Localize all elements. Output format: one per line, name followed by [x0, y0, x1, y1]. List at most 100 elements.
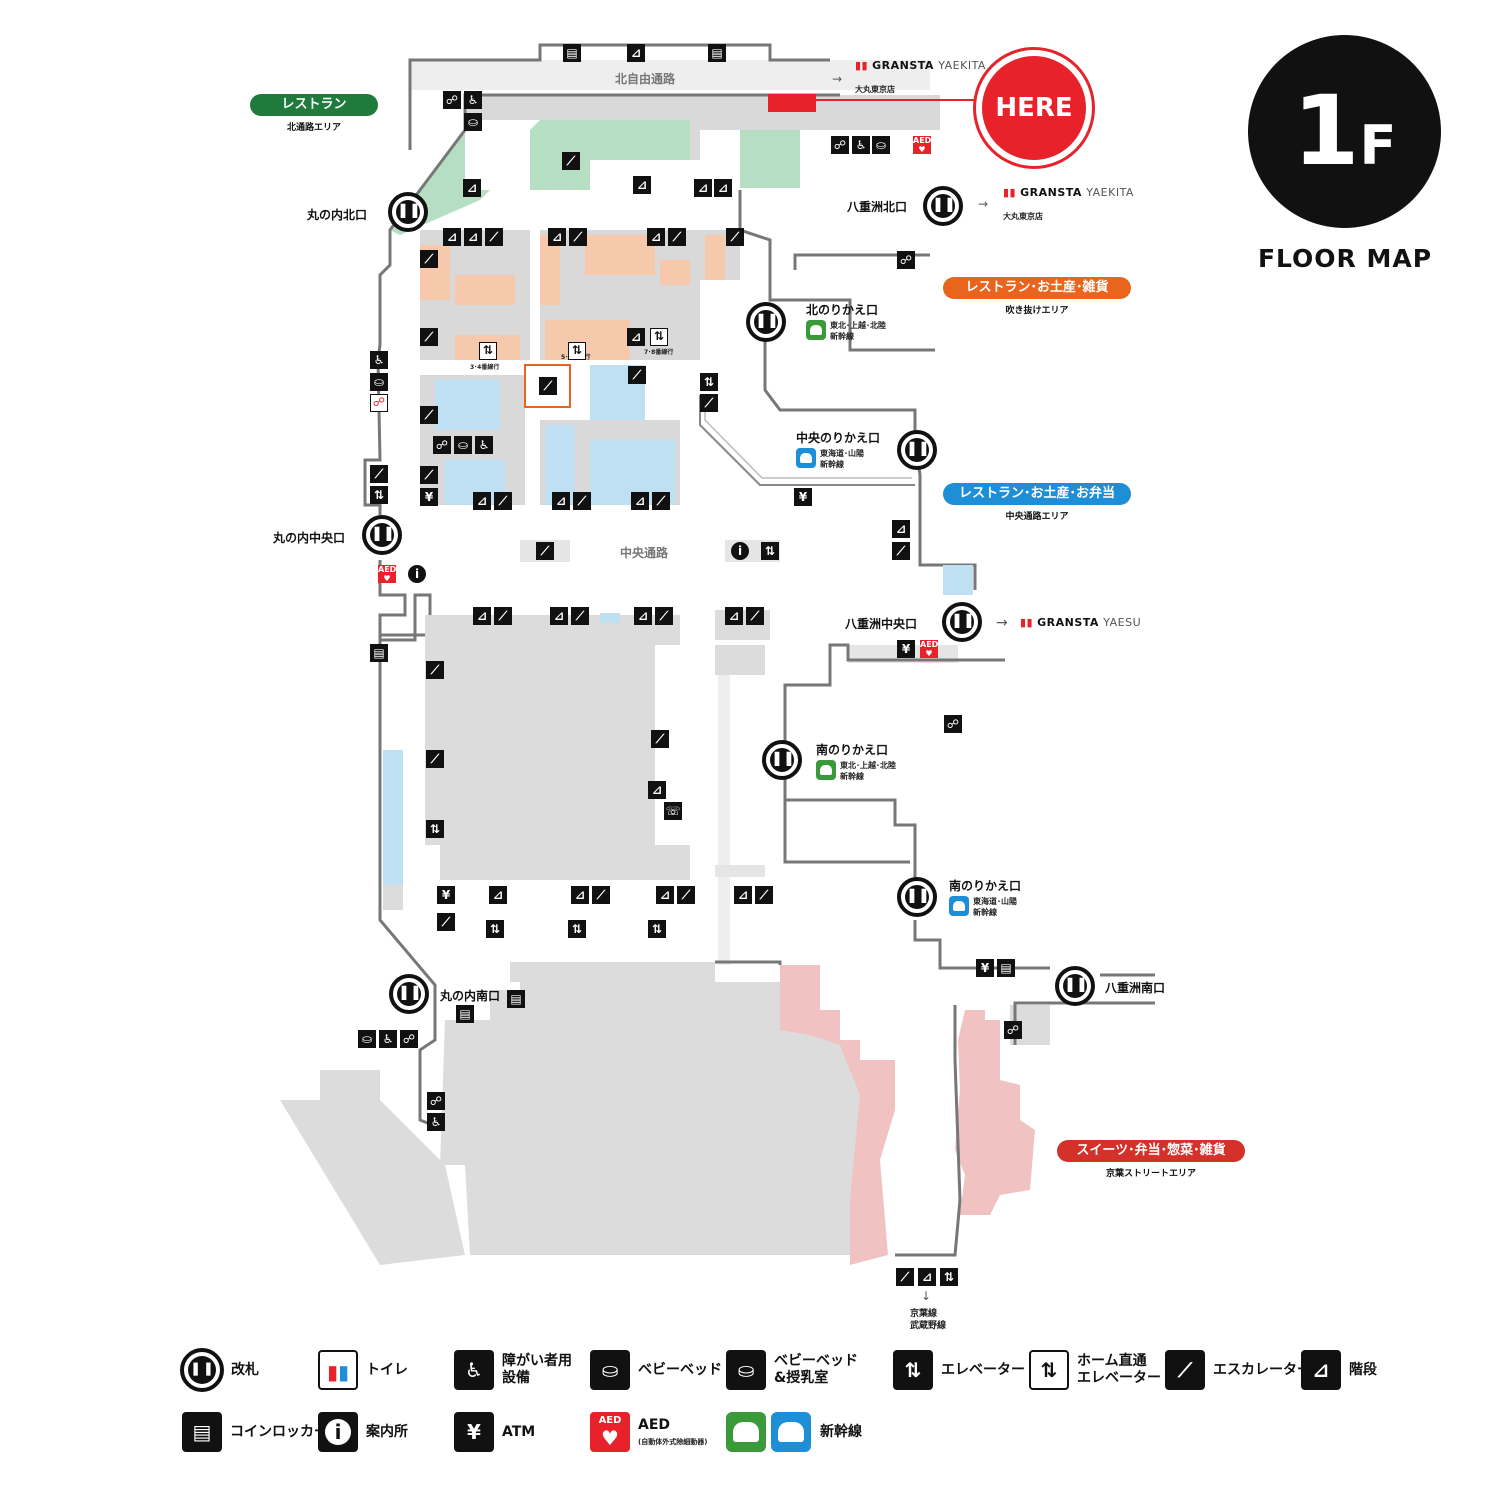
gate-marunouchi-south-icon[interactable] [389, 974, 429, 1014]
stairs-icon: ⊿ [550, 607, 568, 625]
accessible-icon: ♿ [427, 1113, 445, 1131]
elevator-icon: ⇅ [426, 820, 444, 838]
legend-stairs-icon: ⊿ [1301, 1350, 1341, 1390]
gate-transfer-north-icon[interactable] [746, 302, 786, 342]
legend-aed-label: AED [638, 1417, 671, 1433]
brand-gransta-1: GRANSTA [872, 59, 934, 72]
escalator-icon: ⟋ [668, 228, 686, 246]
keiyo-area-pill: スイーツ･弁当･惣菜･雑貨 [1057, 1140, 1245, 1162]
toilet-icon: ☍ [831, 136, 849, 154]
legend-shinkansen-blue-icon [771, 1412, 811, 1452]
escalator-icon: ⟋ [651, 730, 669, 748]
gate-marunouchi-north-label: 丸の内北口 [307, 208, 368, 222]
phone-icon: ☏ [664, 802, 682, 820]
legend-gate-label: 改札 [231, 1362, 259, 1378]
toilet-icon: ☍ [944, 715, 962, 733]
stairs-icon: ⊿ [648, 781, 666, 799]
gate-transfer-south1-label: 南のりかえ口 [816, 743, 889, 757]
toilet-icon: ☍ [433, 436, 451, 454]
platform-elevator-icon: ⇅ [650, 328, 668, 346]
gate-marunouchi-north-icon[interactable] [388, 192, 428, 232]
gate-transfer-south1-icon[interactable] [762, 740, 802, 780]
gate-yaesu-north-label: 八重洲北口 [847, 200, 908, 214]
stairs-icon: ⊿ [918, 1268, 936, 1286]
central-passage-label: 中央通路 [620, 546, 669, 560]
legend-shinkansen-label: 新幹線 [820, 1424, 862, 1440]
legend-platform-elevator-icon: ⇅ [1029, 1350, 1069, 1390]
gate-transfer-south2-icon[interactable] [897, 877, 937, 917]
coin-locker-icon: ▤ [563, 44, 581, 62]
atm-icon: ¥ [976, 959, 994, 977]
brand-gransta-2: GRANSTA [1020, 186, 1082, 199]
restaurant-north-area-sub: 北通路エリア [286, 123, 341, 133]
gate-yaesu-south-icon[interactable] [1055, 966, 1095, 1006]
legend-stairs-label: 階段 [1349, 1362, 1377, 1378]
toilet-icon: ☍ [443, 91, 461, 109]
floor-suffix: F [1359, 114, 1397, 177]
escalator-icon: ⟋ [485, 228, 503, 246]
legend-accessible-label: 障がい者用 設備 [502, 1353, 572, 1387]
escalator-icon: ⟋ [573, 492, 591, 510]
escalator-icon: ⟋ [420, 328, 438, 346]
central-area-sub: 中央通路エリア [1005, 512, 1069, 522]
central-area-pill: レストラン･お土産･お弁当 [943, 483, 1131, 505]
here-label: HERE [982, 56, 1086, 160]
legend-accessible-line1: 障がい者用 設備 [502, 1353, 572, 1386]
info-icon[interactable]: i [731, 542, 749, 560]
fukinuke-area-pill: レストラン･お土産･雑貨 [943, 277, 1131, 299]
floor-badge: 1F [1248, 35, 1441, 228]
gate-transfer-central-icon[interactable] [897, 430, 937, 470]
stairs-icon: ⊿ [734, 886, 752, 904]
legend-toilet-icon: ▮▮ [318, 1350, 358, 1390]
stairs-icon: ⊿ [552, 492, 570, 510]
svg-text:↓: ↓ [921, 1289, 931, 1303]
stairs-icon: ⊿ [627, 44, 645, 62]
toilet-icon: ☍ [1004, 1021, 1022, 1039]
aed-icon: AED♥ [920, 640, 939, 658]
north-passage-label: 北自由通路 [615, 72, 676, 86]
escalator-icon: ⟋ [592, 886, 610, 904]
legend-coin-locker-icon: ▤ [182, 1412, 222, 1452]
daimaru-top: 大丸東京店 [855, 85, 895, 94]
atm-icon: ¥ [897, 640, 915, 658]
elevator-icon: ⇅ [940, 1268, 958, 1286]
info-icon[interactable]: i [408, 565, 426, 583]
aed-icon: AED♥ [913, 136, 932, 154]
coin-locker-icon: ▤ [370, 644, 388, 662]
escalator-icon: ⟋ [655, 607, 673, 625]
restaurant-north-area-pill: レストラン [250, 94, 378, 116]
stairs-icon: ⊿ [473, 492, 491, 510]
shinkansen-green-icon [816, 760, 836, 780]
daimaru-mid: 大丸東京店 [1003, 212, 1043, 221]
legend-elevator-icon: ⇅ [893, 1350, 933, 1390]
escalator-icon: ⟋ [420, 466, 438, 484]
escalator-icon: ⟋ [628, 366, 646, 384]
gate-yaesu-central-icon[interactable] [942, 602, 982, 642]
escalator-icon: ⟋ [494, 607, 512, 625]
stairs-icon: ⊿ [647, 228, 665, 246]
legend-aed-badge: AED [598, 1415, 622, 1426]
gate-yaesu-north-icon[interactable] [923, 186, 963, 226]
gransta-yaekita-mid: ▮▮GRANSTA YAEKITA [1003, 186, 1134, 199]
atm-icon: ¥ [420, 488, 438, 506]
floor-map-caption: FLOOR MAP [1257, 244, 1433, 273]
legend-info-label: 案内所 [366, 1424, 408, 1440]
gate-marunouchi-central-icon[interactable] [362, 515, 402, 555]
escalator-highlight [524, 364, 571, 408]
toilet-icon: ☍ [897, 251, 915, 269]
accessible-icon: ♿ [464, 91, 482, 109]
legend-platform-elevator-label: ホーム直通 エレベーター [1077, 1353, 1161, 1386]
fukinuke-area-sub: 吹き抜けエリア [1005, 306, 1069, 316]
shinkansen-blue-icon [949, 896, 969, 916]
stairs-icon: ⊿ [694, 179, 712, 197]
gransta-yaesu: ▮▮GRANSTA YAESU [1020, 616, 1142, 629]
legend-elevator-label: エレベーター [941, 1362, 1025, 1378]
gate-transfer-south2-label: 南のりかえ口 [949, 879, 1022, 893]
legend-atm-label: ATM [502, 1424, 536, 1440]
toilet-icon: ☍ [427, 1092, 445, 1110]
legend-aed-sub: (自動体外式除細動器) [638, 1438, 708, 1446]
legend-baby-bed-icon: ⛀ [590, 1350, 630, 1390]
escalator-icon: ⟋ [426, 750, 444, 768]
baby-bed-icon: ⛀ [358, 1030, 376, 1048]
